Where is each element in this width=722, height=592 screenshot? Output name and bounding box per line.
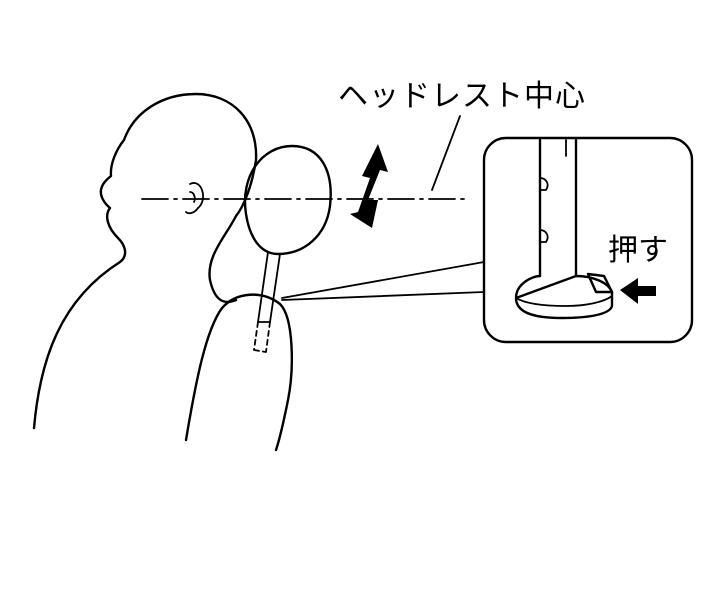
detail-support-base-rim xyxy=(515,295,613,307)
person-silhouette xyxy=(32,92,258,430)
headrest-center-label: ヘッドレスト中心 xyxy=(338,79,586,114)
detail-support-base xyxy=(514,274,614,320)
headrest-stay-hidden xyxy=(253,321,271,353)
push-arrow-icon xyxy=(620,278,656,304)
up-down-arrow-icon xyxy=(350,144,388,228)
lock-knob[interactable] xyxy=(586,272,614,294)
detail-stay-notches xyxy=(539,177,549,243)
headrest-pillow xyxy=(243,144,332,256)
headrest-stay xyxy=(257,251,281,323)
center-label-leader xyxy=(431,115,461,191)
detail-stay-rod xyxy=(538,138,578,278)
callout-connector xyxy=(281,261,485,301)
seat-back xyxy=(184,293,293,452)
detail-callout-box xyxy=(482,136,694,344)
ear-icon xyxy=(185,182,204,215)
push-label: 押す xyxy=(608,233,668,268)
